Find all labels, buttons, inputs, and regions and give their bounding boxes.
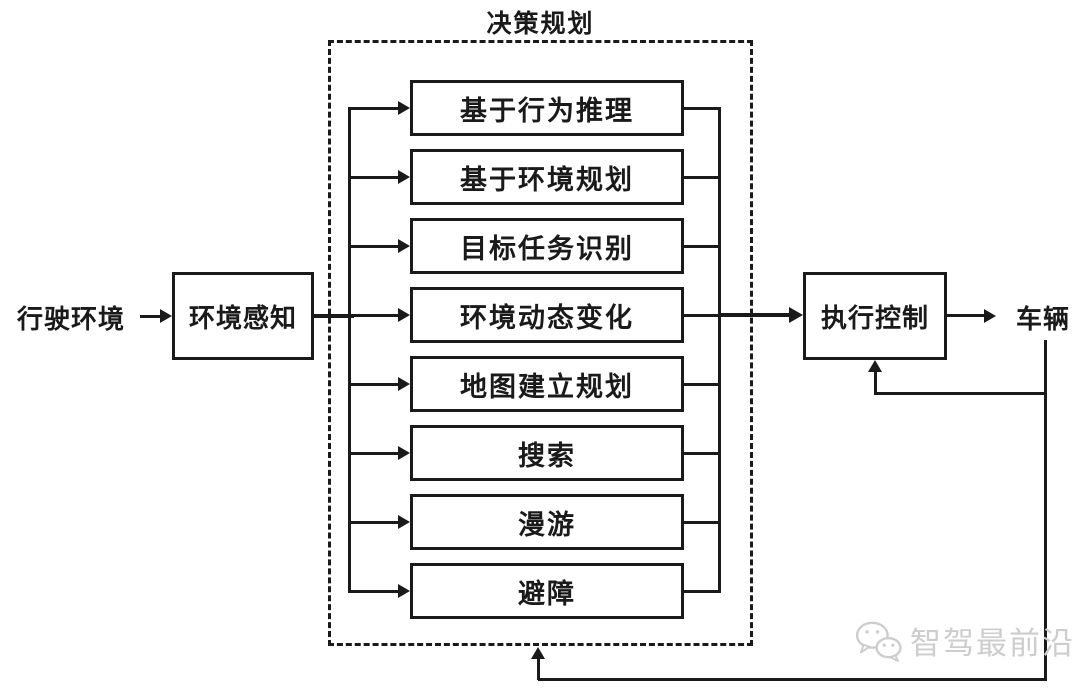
feedback-line [537,658,540,680]
connector-line [140,315,164,318]
watermark-text: 智驾最前沿 [910,626,1075,661]
connector-line [350,590,400,593]
arrow-right-icon [398,515,410,529]
connector-line [719,313,791,317]
wechat-icon [855,621,902,662]
arrow-right-icon [398,170,410,184]
planning-module-box: 目标任务识别 [410,218,684,274]
planning-module-box: 地图建立规划 [410,356,684,412]
environment-perception-box: 环境感知 [172,272,314,360]
planning-module-box: 环境动态变化 [410,287,684,343]
arrow-right-icon [160,309,172,323]
arrow-right-icon [398,446,410,460]
connector-line [684,452,721,455]
arrow-up-icon [868,360,882,372]
feedback-line [1044,340,1047,681]
planning-module-box: 避障 [410,563,684,619]
planning-module-box: 基于行为推理 [410,80,684,136]
arrow-right-icon [398,308,410,322]
connector-line [684,107,721,110]
arrow-right-icon [398,377,410,391]
connector-line [684,245,721,248]
feedback-line [874,371,877,395]
driving-environment-label: 行驶环境 [16,303,125,334]
feedback-line [538,678,1047,681]
connector-line [350,314,400,317]
decision-planning-title: 决策规划 [486,10,595,38]
feedback-line [875,392,1047,395]
arrow-up-icon [531,647,545,659]
arrow-right-icon [398,584,410,598]
planning-module-box: 搜索 [410,425,684,481]
connector-line [350,245,400,248]
connector-line [947,314,986,317]
connector-line [350,383,400,386]
connector-line [684,590,721,593]
connector-line [684,176,721,179]
connector-line [314,314,354,318]
connector-line [350,107,400,110]
decision-planning-group [328,40,753,646]
connector-line [684,383,721,386]
connector-line [350,521,400,524]
connector-line [350,452,400,455]
vehicle-label: 车辆 [1015,303,1070,334]
arrow-right-icon [984,309,996,323]
planning-module-box: 基于环境规划 [410,149,684,205]
planning-module-box: 漫游 [410,494,684,550]
arrow-right-icon [398,101,410,115]
arrow-right-icon [398,239,410,253]
watermark: 智驾最前沿 [854,618,1075,663]
connector-line [684,314,721,317]
execution-control-box: 执行控制 [803,272,947,360]
connector-line [350,176,400,179]
right-bus-line [718,107,721,593]
arrow-right-icon [789,307,803,323]
left-bus-line [348,107,351,593]
connector-line [684,521,721,524]
